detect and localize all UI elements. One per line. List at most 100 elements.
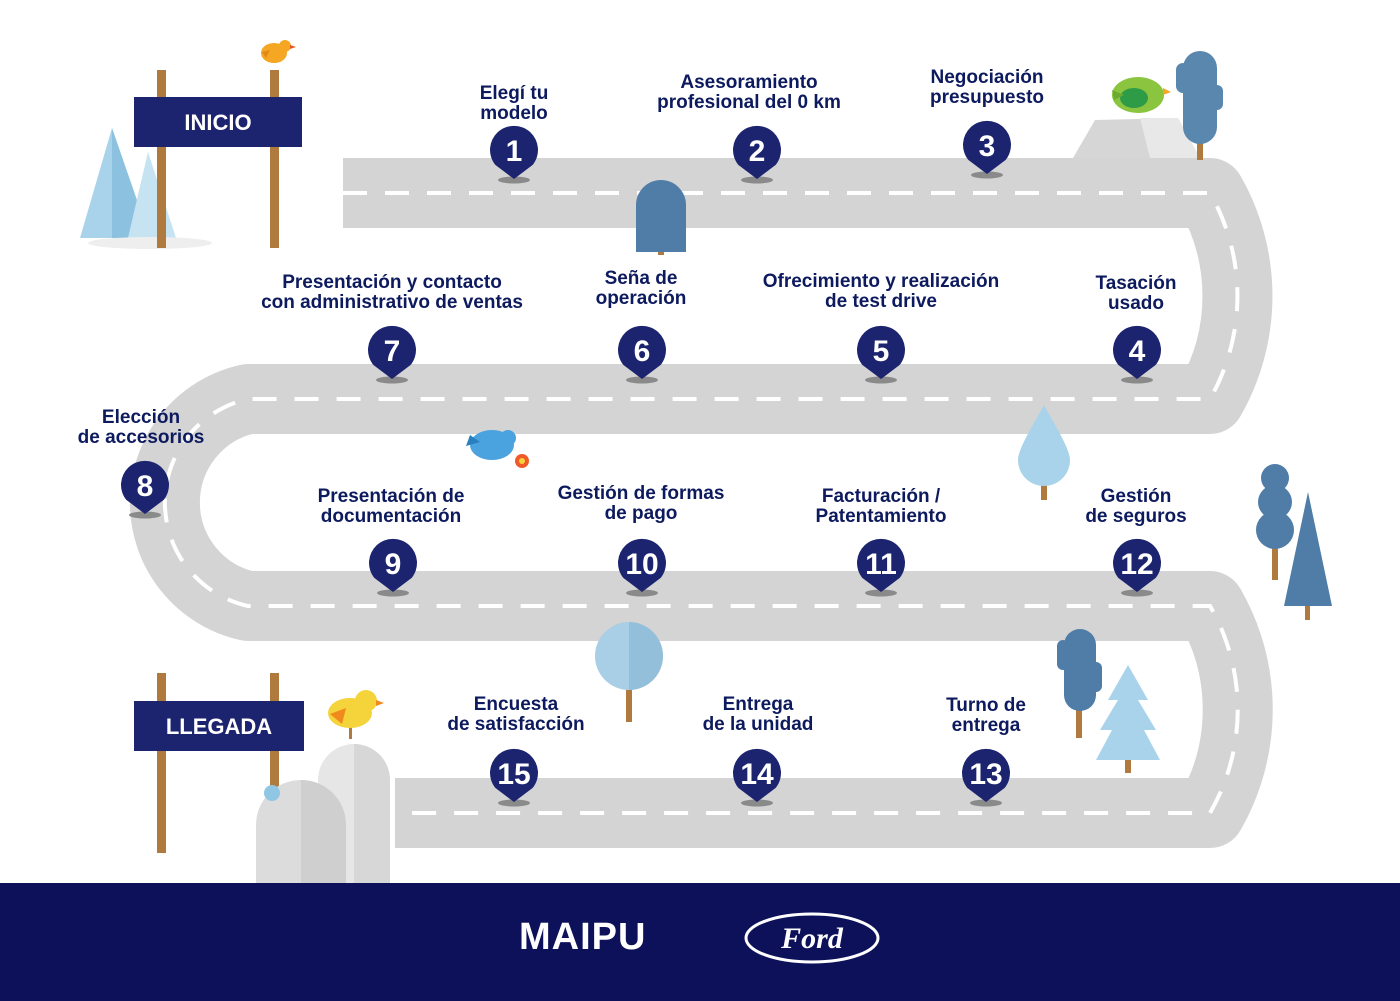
step-label-line: de la unidad <box>702 714 814 735</box>
step-pin-marker <box>857 325 905 379</box>
step-pin-marker <box>1113 538 1161 592</box>
step-pin-marker <box>490 125 539 179</box>
road <box>129 158 1273 848</box>
rocks <box>256 744 390 883</box>
step-label-line: Gestión de formas <box>557 483 725 504</box>
pin-shadow <box>865 376 897 384</box>
step-label-line: Elegí tu <box>479 83 549 104</box>
step-label-line: de pago <box>604 503 678 524</box>
pin-shadow <box>1121 376 1153 384</box>
step-label-line: presupuesto <box>929 87 1045 108</box>
trees-right-mid <box>1256 464 1332 620</box>
pin-shadow <box>129 511 161 519</box>
yellow-bird-icon <box>328 690 384 739</box>
step-pin-marker <box>1113 325 1161 379</box>
step-pin-marker <box>368 325 417 379</box>
step-number: 13 <box>969 758 1002 791</box>
step-pin-marker <box>120 460 169 514</box>
step-label-line: Ofrecimiento y realización <box>762 271 1000 292</box>
step-pin-marker <box>733 748 781 802</box>
step-number: 5 <box>873 335 890 368</box>
step-number: 3 <box>979 130 996 163</box>
pin-shadow <box>377 589 409 597</box>
pin-shadow <box>741 799 773 807</box>
pin-shadow <box>498 799 530 807</box>
step-pin-marker <box>857 538 905 592</box>
step-label-line: de seguros <box>1085 506 1187 527</box>
blue-bird-icon <box>466 430 516 460</box>
tree-mid-top <box>636 180 686 255</box>
step-label-line: Presentación y contacto <box>282 272 502 293</box>
pin-shadow <box>865 589 897 597</box>
maipu-logo: MAIPU <box>519 916 647 958</box>
step-pin-marker <box>369 538 417 592</box>
step-number: 7 <box>384 335 401 368</box>
pin-shadow <box>741 176 773 184</box>
step-label-line: documentación <box>320 506 462 527</box>
step-number: 8 <box>137 470 154 503</box>
step-label-line: Asesoramiento <box>680 72 818 93</box>
step-label-line: de test drive <box>825 291 937 312</box>
pin-shadow <box>626 376 658 384</box>
step-number: 15 <box>497 758 530 791</box>
step-label-line: Elección <box>101 407 181 428</box>
step-label-line: Facturación / <box>821 486 941 507</box>
start-sign: INICIO <box>80 70 302 249</box>
step-label-line: profesional del 0 km <box>657 92 841 113</box>
step-label-line: usado <box>1108 293 1164 314</box>
step-label-line: Negociación <box>930 67 1044 88</box>
step-number: 12 <box>1120 548 1153 581</box>
footer <box>0 883 1400 1001</box>
step-label-line: de accesorios <box>77 427 205 448</box>
step-pin-marker <box>618 325 667 379</box>
orange-bird-icon <box>261 40 296 63</box>
pin-shadow <box>971 171 1003 179</box>
finish-sign: LLEGADA <box>134 673 304 853</box>
road-center-dashes <box>162 191 1240 815</box>
start-sign-label: INICIO <box>184 110 251 135</box>
trees-lower-right <box>1057 629 1160 773</box>
step-pin-marker <box>733 125 781 179</box>
round-tree <box>595 622 663 722</box>
step-label-line: Encuesta <box>473 694 559 715</box>
tree-right-light <box>1018 405 1070 500</box>
step-number: 11 <box>865 548 897 581</box>
pin-shadow <box>1121 589 1153 597</box>
pin-shadow <box>626 589 658 597</box>
step-pin-marker <box>962 748 1010 802</box>
step-label-line: entrega <box>951 715 1021 736</box>
step-label-line: Presentación de <box>317 486 465 507</box>
step-label-line: Seña de <box>604 268 678 289</box>
step-number: 14 <box>740 758 774 791</box>
ford-logo-icon: Ford <box>744 912 880 964</box>
step-label-line: con administrativo de ventas <box>261 292 523 313</box>
step-number: 2 <box>749 135 766 168</box>
step-pin-marker <box>490 748 538 802</box>
step-label-line: Turno de <box>946 695 1026 716</box>
step-label-line: Entrega <box>722 694 794 715</box>
step-label-line: modelo <box>480 103 548 124</box>
step-label-line: Tasación <box>1095 273 1177 294</box>
step-pin-marker <box>618 538 666 592</box>
green-bird-icon <box>1112 77 1171 113</box>
step-number: 6 <box>634 335 651 368</box>
pin-shadow <box>376 376 408 384</box>
boulder-top <box>1073 118 1200 158</box>
step-label-line: Patentamiento <box>815 506 947 527</box>
step-pin-marker <box>963 120 1011 174</box>
step-label-line: Gestión <box>1100 486 1172 507</box>
